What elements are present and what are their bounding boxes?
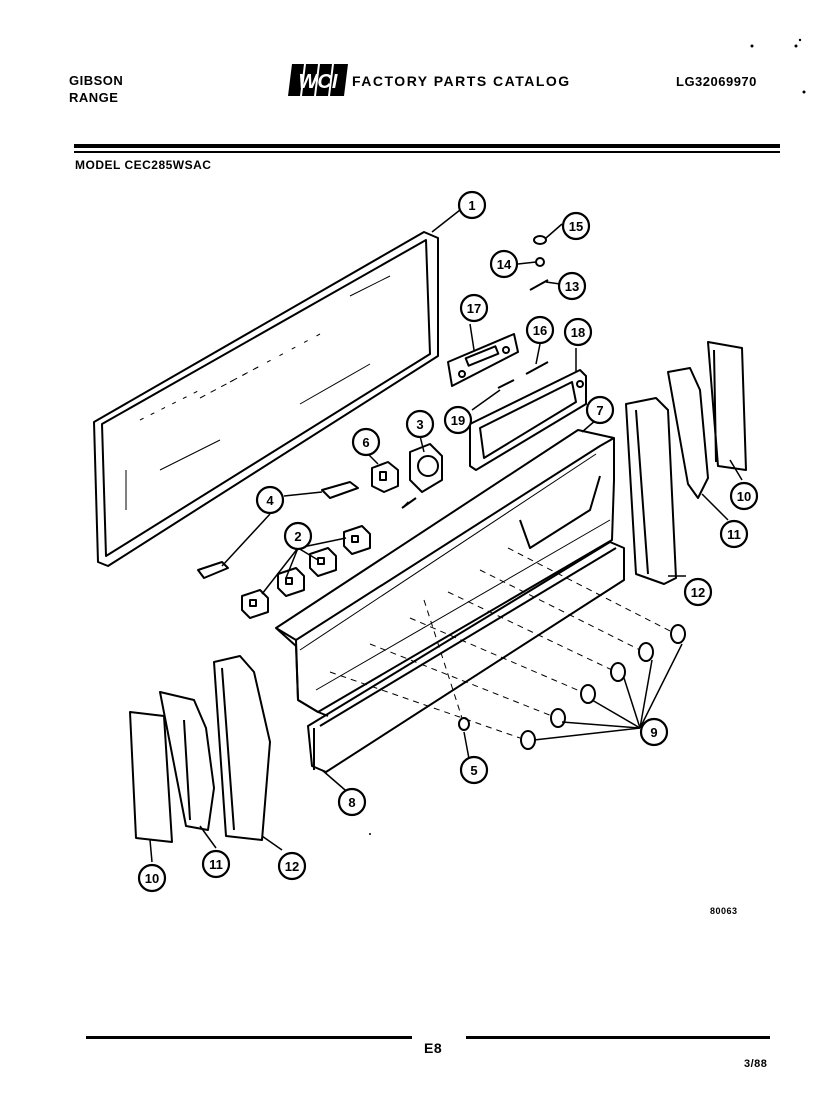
- callout-6: 6: [362, 435, 369, 450]
- footer-rule-left: [86, 1036, 412, 1039]
- part-clock-overlay: [447, 333, 519, 387]
- brand-block: GIBSON RANGE: [69, 72, 123, 106]
- callout-6-circle: [351, 427, 381, 457]
- callout-1: 1: [468, 198, 475, 213]
- callout-14: 14: [497, 257, 512, 272]
- footer-rule-right: [466, 1036, 770, 1039]
- callout-13-circle: [557, 271, 587, 301]
- part-glass-panel: [93, 231, 439, 567]
- callout-3: 3: [416, 417, 423, 432]
- catalog-number: LG32069970: [676, 74, 757, 89]
- callout-5: 5: [470, 763, 477, 778]
- callout-15: 15: [569, 219, 583, 234]
- leader-lines: [149, 209, 743, 863]
- callout-9-circle: [639, 717, 669, 747]
- part-clock-bracket: [469, 369, 587, 471]
- callout-7-circle: [585, 395, 615, 425]
- part-clock-timer: [401, 443, 443, 509]
- callout-18: 18: [571, 325, 585, 340]
- callout-14-circle: [489, 249, 519, 279]
- callout-19: 19: [451, 413, 465, 428]
- callout-10-left-circle: [137, 863, 167, 893]
- part-knob-insert: [458, 717, 470, 731]
- model-label: MODEL CEC285WSAC: [75, 158, 212, 172]
- callout-16-circle: [525, 315, 555, 345]
- callout-12-left: 12: [285, 859, 299, 874]
- callout-13: 13: [565, 279, 579, 294]
- callout-8: 8: [348, 795, 355, 810]
- callout-11-right-circle: [719, 519, 749, 549]
- brand-line-1: GIBSON: [69, 73, 124, 88]
- catalog-title: FACTORY PARTS CATALOG: [352, 73, 571, 89]
- date: 3/88: [744, 1058, 768, 1070]
- part-switch: [371, 461, 399, 493]
- callout-12-left-circle: [277, 851, 307, 881]
- part-trim-strip: [307, 541, 625, 773]
- callout-11-left-circle: [201, 849, 231, 879]
- brand-line-2: RANGE: [69, 90, 119, 105]
- callout-18-circle: [563, 317, 593, 347]
- header-rule-thin: [74, 151, 780, 153]
- callout-19-circle: [443, 405, 473, 435]
- callout-12-right-circle: [683, 577, 713, 607]
- callout-11-left: 11: [209, 857, 223, 872]
- callout-9: 9: [650, 725, 657, 740]
- part-indicator-light: [197, 481, 359, 579]
- callout-10-right: 10: [737, 489, 751, 504]
- callout-2-circle: [283, 521, 313, 551]
- logo-text: WCI: [299, 71, 338, 93]
- part-infinite-switches: [241, 525, 371, 619]
- scan-specks: [369, 38, 806, 835]
- part-left-end-cap: [129, 655, 271, 843]
- callout-1-circle: [457, 190, 487, 220]
- wci-logo: WCI: [288, 64, 348, 96]
- callout-17: 17: [467, 301, 481, 316]
- callout-12-right: 12: [691, 585, 705, 600]
- callout-11-right: 11: [727, 527, 741, 542]
- callout-2: 2: [294, 529, 301, 544]
- callout-5-circle: [459, 755, 489, 785]
- part-control-panel: [275, 429, 615, 717]
- callout-16: 16: [533, 323, 547, 338]
- callout-8-circle: [337, 787, 367, 817]
- drawing-code: 80063: [710, 906, 738, 916]
- callout-3-circle: [405, 409, 435, 439]
- callout-10-right-circle: [729, 481, 759, 511]
- page-code: E8: [424, 1040, 443, 1056]
- callout-4-circle: [255, 485, 285, 515]
- projection-lines: [329, 499, 673, 739]
- callout-10-left: 10: [145, 871, 159, 886]
- part-right-end-cap: [625, 341, 747, 585]
- callout-4: 4: [266, 493, 274, 508]
- callout-15-circle: [561, 211, 591, 241]
- header-rule-thick: [74, 144, 780, 148]
- callout-7: 7: [596, 403, 603, 418]
- callout-17-circle: [459, 293, 489, 323]
